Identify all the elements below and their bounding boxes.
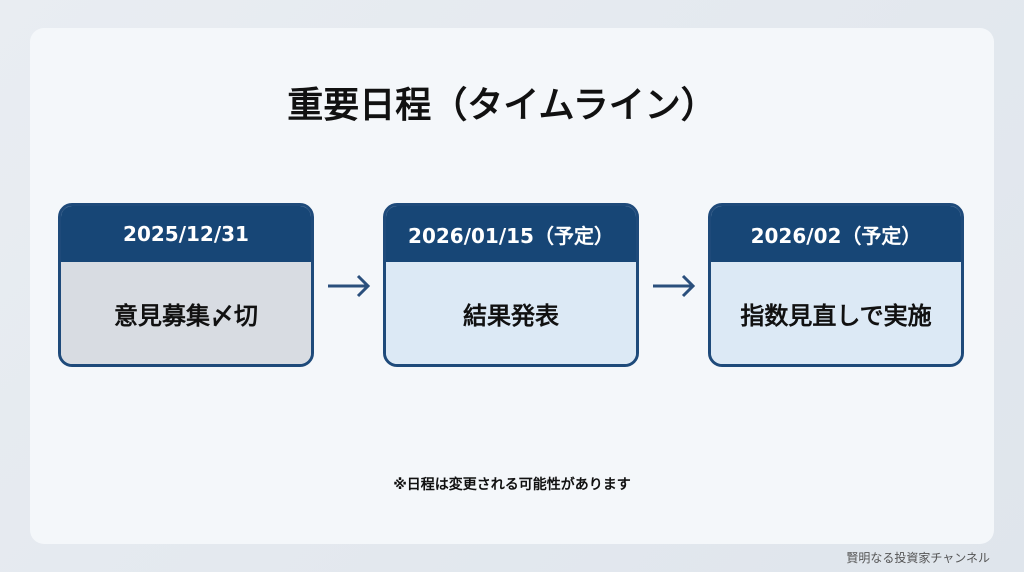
step-event: 結果発表 (386, 262, 636, 364)
slide-title: 重要日程（タイムライン） (287, 85, 717, 126)
timeline-step-1: 2025/12/31 意見募集〆切 (58, 203, 314, 367)
channel-brand: 賢明なる投資家チャンネル (846, 551, 990, 565)
step-date: 2026/01/15（予定） (386, 206, 636, 262)
timeline-step-2: 2026/01/15（予定） 結果発表 (383, 203, 639, 367)
arrow-right-icon (653, 274, 696, 298)
step-date: 2025/12/31 (61, 206, 311, 262)
step-event: 指数見直しで実施 (711, 262, 961, 364)
schedule-note: ※日程は変更される可能性があります (393, 477, 631, 493)
timeline-step-3: 2026/02（予定） 指数見直しで実施 (708, 203, 964, 367)
arrow-right-icon (328, 274, 371, 298)
step-event: 意見募集〆切 (61, 262, 311, 364)
step-date: 2026/02（予定） (711, 206, 961, 262)
